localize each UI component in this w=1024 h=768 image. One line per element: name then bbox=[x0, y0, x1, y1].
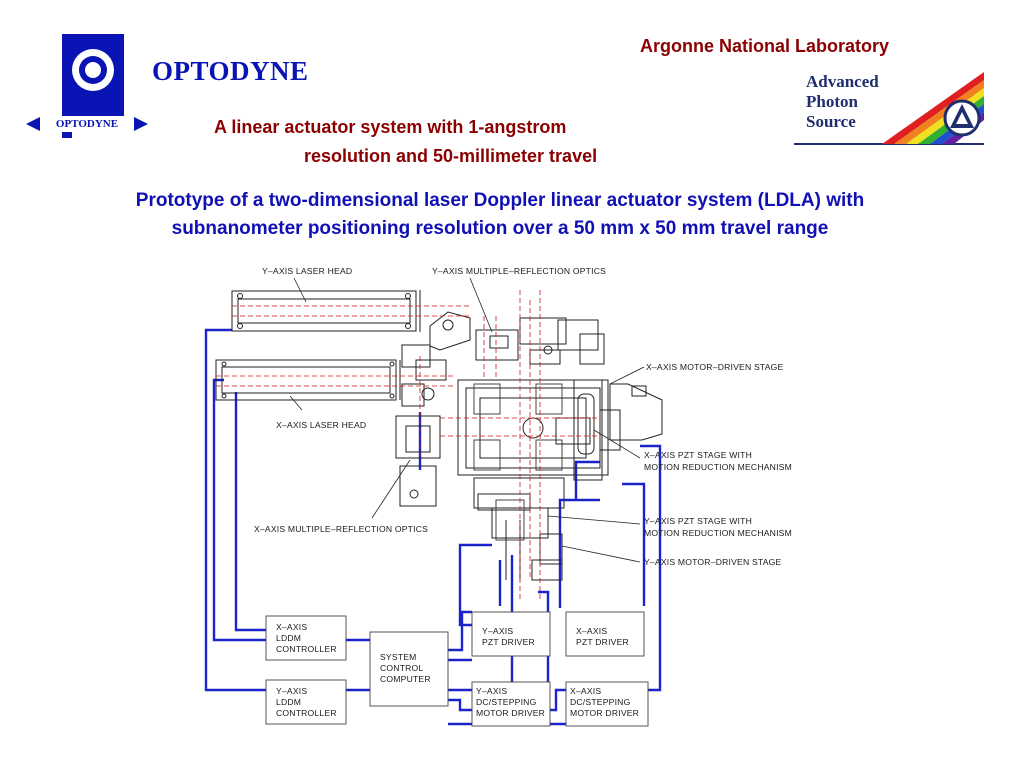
label-y-optics: Y–AXIS MULTIPLE–REFLECTION OPTICS bbox=[432, 266, 606, 276]
box-text: X–AXIS bbox=[576, 626, 607, 636]
heading-line-1: Prototype of a two-dimensional laser Dop… bbox=[135, 190, 865, 211]
label-x-motor-stage: X–AXIS MOTOR–DRIVEN STAGE bbox=[646, 362, 784, 372]
box-text: DC/STEPPING bbox=[570, 697, 631, 707]
box-text: X–AXIS bbox=[570, 686, 601, 696]
mechanical-drawing bbox=[215, 290, 663, 581]
label-x-pzt-1: X–AXIS PZT STAGE WITH bbox=[644, 450, 752, 460]
lab-name: Argonne National Laboratory bbox=[640, 36, 890, 56]
box-y-pzt-driver: Y–AXIS PZT DRIVER bbox=[482, 626, 535, 647]
box-text: SYSTEM bbox=[380, 652, 417, 662]
laser-beams bbox=[216, 290, 600, 600]
aps-line-3: Source bbox=[806, 112, 856, 131]
box-text: CONTROLLER bbox=[276, 708, 337, 718]
aps-rainbow-logo bbox=[794, 72, 984, 145]
box-text: LDDM bbox=[276, 697, 301, 707]
aps-line-2: Photon bbox=[806, 92, 858, 111]
box-text: MOTOR DRIVER bbox=[570, 708, 639, 718]
box-x-pzt-driver: X–AXIS PZT DRIVER bbox=[576, 626, 629, 647]
box-text: Y–AXIS bbox=[276, 686, 307, 696]
aps-line-1: Advanced bbox=[806, 72, 879, 91]
box-text: DC/STEPPING bbox=[476, 697, 537, 707]
controller-boxes bbox=[265, 611, 649, 727]
box-x-motor-driver: X–AXIS DC/STEPPING MOTOR DRIVER bbox=[570, 686, 639, 718]
box-text: PZT DRIVER bbox=[482, 637, 535, 647]
box-text: CONTROLLER bbox=[276, 644, 337, 654]
label-y-pzt-2: MOTION REDUCTION MECHANISM bbox=[644, 528, 792, 538]
label-x-laser-head: X–AXIS LASER HEAD bbox=[276, 420, 366, 430]
box-text: COMPUTER bbox=[380, 674, 431, 684]
subtitle-line-1: A linear actuator system with 1-angstrom bbox=[214, 117, 567, 137]
box-y-lddm: Y–AXIS LDDM CONTROLLER bbox=[276, 686, 337, 718]
box-x-lddm: X–AXIS LDDM CONTROLLER bbox=[276, 622, 337, 654]
main-heading: Prototype of a two-dimensional laser Dop… bbox=[20, 187, 980, 243]
box-system-computer: SYSTEM CONTROL COMPUTER bbox=[380, 652, 431, 684]
box-text: PZT DRIVER bbox=[576, 637, 629, 647]
box-text: CONTROL bbox=[380, 663, 423, 673]
box-text: Y–AXIS bbox=[476, 686, 507, 696]
box-y-motor-driver: Y–AXIS DC/STEPPING MOTOR DRIVER bbox=[476, 686, 545, 718]
box-text: X–AXIS bbox=[276, 622, 307, 632]
box-text: MOTOR DRIVER bbox=[476, 708, 545, 718]
aps-logo-text: Advanced Photon Source bbox=[806, 72, 879, 132]
heading-line-2: subnanometer positioning resolution over… bbox=[171, 218, 829, 239]
logo-label: OPTODYNE bbox=[55, 118, 119, 130]
brand-name: OPTODYNE bbox=[152, 56, 309, 86]
label-y-laser-head: Y–AXIS LASER HEAD bbox=[262, 266, 352, 276]
leader-lines bbox=[289, 277, 645, 563]
box-text: LDDM bbox=[276, 633, 301, 643]
label-y-pzt-1: Y–AXIS PZT STAGE WITH bbox=[644, 516, 752, 526]
subtitle-line-2: resolution and 50-millimeter travel bbox=[304, 146, 598, 166]
label-x-optics: X–AXIS MULTIPLE–REFLECTION OPTICS bbox=[254, 524, 428, 534]
box-text: Y–AXIS bbox=[482, 626, 513, 636]
label-y-motor-stage: Y–AXIS MOTOR–DRIVEN STAGE bbox=[644, 557, 782, 567]
optodyne-logo bbox=[26, 34, 148, 138]
label-x-pzt-2: MOTION REDUCTION MECHANISM bbox=[644, 462, 792, 472]
